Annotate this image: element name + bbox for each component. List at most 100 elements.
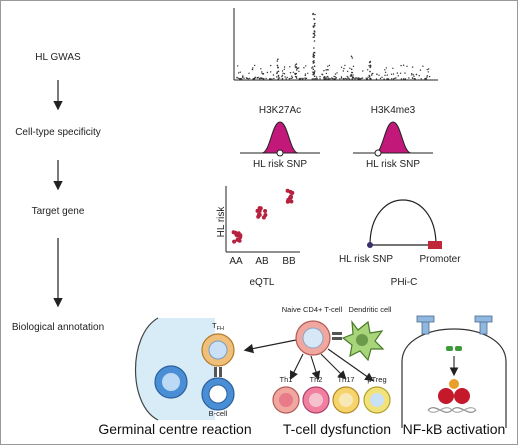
manhattan-plot [233,8,438,81]
bcell-nucleus [208,384,228,404]
manhattan-point [383,78,385,80]
manhattan-point [349,78,351,80]
manhattan-point [343,78,345,80]
manhattan-point [411,74,413,76]
manhattan-point [333,78,335,80]
manhattan-point [313,40,316,42]
manhattan-point [312,66,314,68]
phic-caption: PHi-C [391,277,418,288]
manhattan-point [316,78,318,80]
manhattan-point [327,76,329,78]
eqtl-tick-bb: BB [282,256,296,267]
tcell-panel: Naive CD4+ T-cell Dendritic cell Th1 Th2… [272,305,392,437]
manhattan-point [252,78,254,80]
manhattan-point [339,78,341,80]
manhattan-point [314,13,316,16]
manhattan-point [272,74,275,76]
manhattan-point [419,69,422,71]
manhattan-point [384,71,387,74]
manhattan-point [328,64,331,67]
manhattan-point [344,77,346,80]
manhattan-point [361,77,364,79]
eqtl-point [261,215,266,220]
manhattan-point [254,76,256,79]
manhattan-point [298,67,300,69]
manhattan-point [426,75,429,77]
manhattan-point [285,78,287,80]
manhattan-point [283,66,286,68]
manhattan-point [400,78,403,80]
manhattan-point [276,60,279,62]
manhattan-point [359,78,361,80]
eqtl-point [285,188,290,193]
manhattan-point [319,76,321,78]
manhattan-point [246,77,248,80]
synapse-bar [214,367,217,377]
th2-label: Th2 [310,375,323,384]
manhattan-point [349,67,351,70]
eqtl-point [237,238,242,243]
manhattan-point [347,76,349,79]
manhattan-point [291,77,293,80]
manhattan-point [371,73,373,75]
manhattan-point [390,73,393,76]
manhattan-point [350,55,353,58]
manhattan-point [415,73,418,76]
manhattan-point [295,76,298,78]
manhattan-point [323,78,326,80]
manhattan-point [365,78,368,80]
manhattan-point [406,65,408,68]
manhattan-point [376,73,378,76]
manhattan-point [262,77,264,80]
manhattan-point [295,63,298,65]
manhattan-point [427,71,429,73]
manhattan-point [313,18,316,21]
manhattan-point [395,77,397,79]
manhattan-point [358,77,360,79]
manhattan-point [340,66,343,69]
manhattan-point [351,76,354,79]
germinal-caption: Germinal centre reaction [98,421,251,437]
phic-loop [369,199,437,246]
manhattan-point [313,24,316,27]
manhattan-point [270,64,272,67]
manhattan-point [362,70,364,72]
eqtl-points [231,188,295,244]
manhattan-point [384,69,386,71]
manhattan-point [281,75,283,78]
h3k27ac-caption: HL risk SNP [253,159,307,170]
manhattan-point [313,78,315,80]
manhattan-point [311,67,313,69]
manhattan-point [404,72,406,74]
eqtl-point [286,197,291,202]
manhattan-point [260,77,262,80]
manhattan-point [371,74,373,76]
manhattan-point [296,67,299,70]
eqtl-point [232,239,237,244]
arrow-th1 [290,353,304,380]
manhattan-point [256,77,259,79]
manhattan-point [239,78,241,80]
manhattan-point [302,77,304,80]
manhattan-point [392,67,394,70]
manhattan-point [314,22,316,25]
manhattan-point [294,64,296,66]
manhattan-point [324,76,326,78]
naive-tcell-nucleus [302,327,324,349]
manhattan-point [325,72,328,75]
phic-snp-label: HL risk SNP [339,254,393,265]
manhattan-point [312,13,314,16]
manhattan-point [266,71,269,74]
h3k27ac-peak [242,121,318,154]
th1-nucleus [279,393,293,407]
manhattan-point [351,78,354,80]
manhattan-point [262,73,264,75]
step-cell-type: Cell-type specificity [15,127,101,138]
manhattan-point [340,76,343,78]
manhattan-point [412,77,414,80]
manhattan-point [239,71,241,73]
arrow-ptreg [327,348,374,382]
manhattan-point [333,75,335,78]
naive-to-tfh-arrow [243,339,297,354]
manhattan-point [327,78,329,80]
